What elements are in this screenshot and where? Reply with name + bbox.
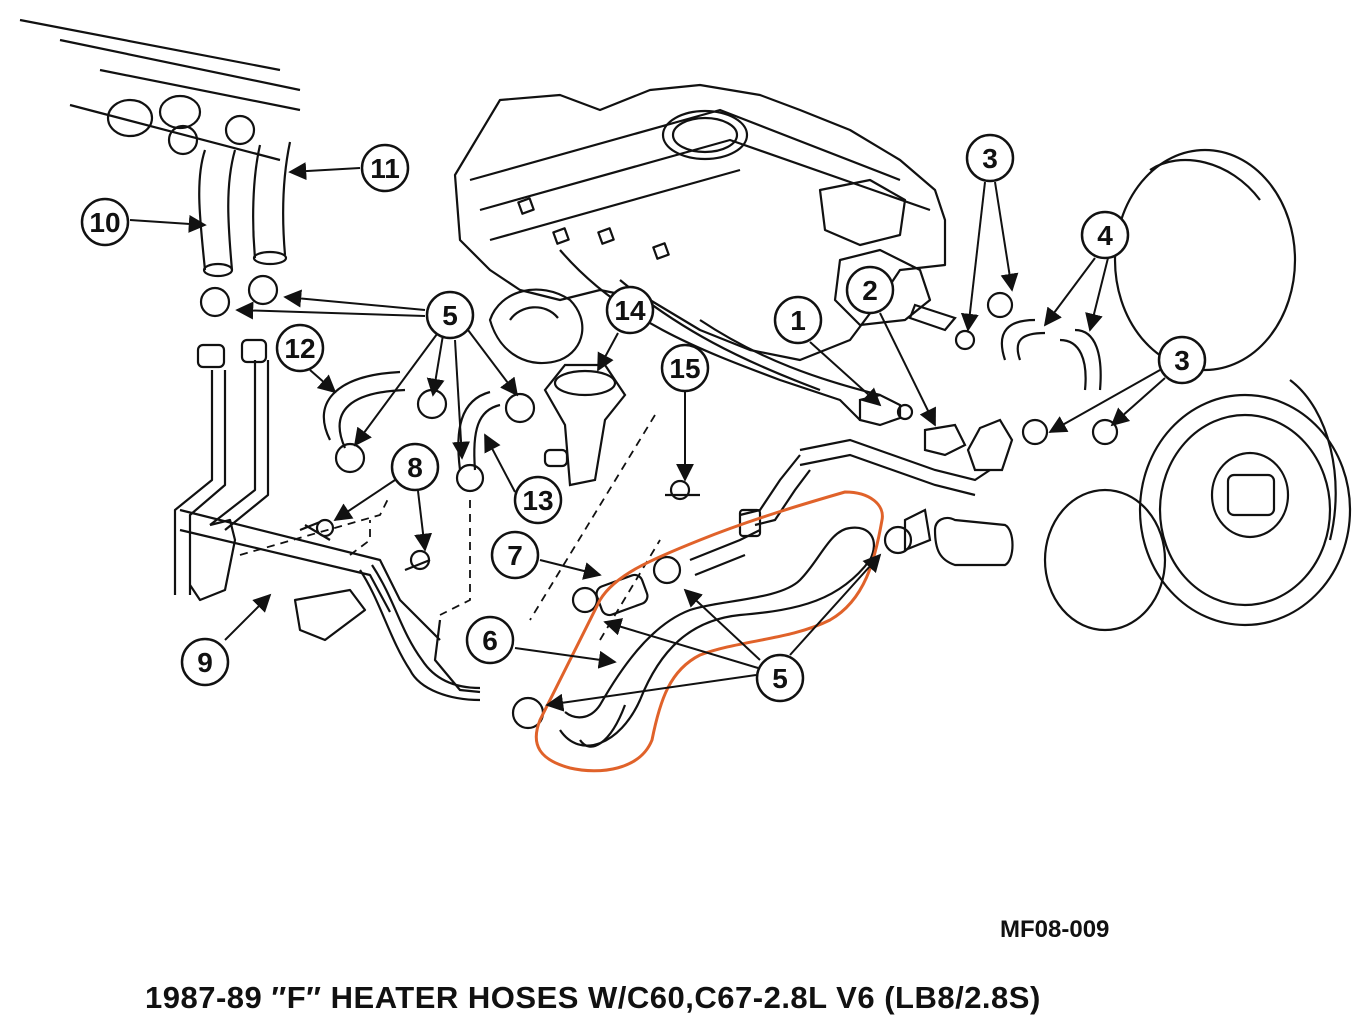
callout-c3a: 3 bbox=[960, 133, 1019, 332]
callout-leader bbox=[309, 369, 337, 394]
callout-number: 6 bbox=[482, 625, 498, 656]
callout-leader bbox=[683, 588, 761, 661]
callout-c9: 9 bbox=[180, 593, 272, 687]
callout-leader bbox=[1110, 377, 1166, 427]
callout-number: 15 bbox=[669, 353, 700, 384]
callout-number: 13 bbox=[522, 485, 553, 516]
callout-leader bbox=[224, 593, 272, 641]
callout-number: 5 bbox=[772, 663, 788, 694]
callout-circle bbox=[773, 295, 823, 345]
callout-c4: 4 bbox=[1043, 210, 1130, 332]
callout-c15: 15 bbox=[660, 343, 710, 482]
callout-c13: 13 bbox=[484, 433, 563, 525]
callout-circle bbox=[1157, 335, 1207, 385]
callout-number: 3 bbox=[982, 143, 998, 174]
callout-number: 4 bbox=[1097, 220, 1113, 251]
callout-leader bbox=[353, 329, 441, 447]
callout-leader bbox=[426, 334, 445, 397]
callout-leader bbox=[414, 490, 433, 552]
callout-leader bbox=[1085, 257, 1109, 332]
callout-c12: 12 bbox=[275, 323, 337, 394]
callout-c6: 6 bbox=[465, 615, 617, 669]
callout-c11: 11 bbox=[288, 143, 410, 193]
callout-leader bbox=[467, 329, 519, 397]
figure-code: MF08-009 bbox=[1000, 916, 1109, 943]
hose-twelve-thirteen bbox=[322, 363, 627, 493]
callout-c2: 2 bbox=[845, 265, 936, 427]
callout-leader bbox=[514, 647, 617, 669]
callout-leader bbox=[1048, 369, 1161, 433]
diagram-caption: 1987-89 ″F″ HEATER HOSES W/C60,C67-2.8L … bbox=[145, 980, 1041, 1015]
callout-leader bbox=[283, 289, 426, 311]
callout-number: 7 bbox=[507, 540, 523, 571]
callout-leader bbox=[539, 559, 602, 580]
callout-number: 12 bbox=[284, 333, 315, 364]
callout-circle bbox=[180, 637, 230, 687]
callout-circle bbox=[490, 530, 540, 580]
callout-leader bbox=[960, 181, 986, 332]
callout-circle bbox=[360, 143, 410, 193]
callout-number: 3 bbox=[1174, 345, 1190, 376]
lower-heater-hose bbox=[511, 508, 1014, 748]
callout-circle bbox=[755, 653, 805, 703]
callout-number: 10 bbox=[89, 207, 120, 238]
callout-c5b: 5 bbox=[545, 553, 882, 712]
callout-circle bbox=[465, 615, 515, 665]
right-fittings bbox=[739, 291, 1119, 527]
pulley-assembly bbox=[1043, 148, 1352, 632]
callout-leader bbox=[597, 332, 619, 372]
highlight-outline bbox=[534, 490, 884, 773]
callout-circle bbox=[1080, 210, 1130, 260]
callout-leader bbox=[789, 553, 882, 656]
callout-leader bbox=[994, 181, 1019, 292]
engine-intake-manifold bbox=[453, 83, 947, 421]
callout-circle bbox=[390, 442, 440, 492]
callout-leader bbox=[333, 479, 396, 521]
callout-c10: 10 bbox=[80, 197, 207, 247]
callout-number: 1 bbox=[790, 305, 806, 336]
callout-circle bbox=[425, 290, 475, 340]
callout-number: 11 bbox=[370, 153, 400, 184]
callout-leader bbox=[129, 214, 207, 233]
callout-number: 5 bbox=[442, 300, 458, 331]
callout-circle bbox=[80, 197, 130, 247]
callout-circle bbox=[660, 343, 710, 393]
callout-leader bbox=[879, 312, 936, 427]
callout-c7: 7 bbox=[490, 530, 602, 580]
callout-number: 8 bbox=[407, 452, 423, 483]
callout-circle bbox=[605, 285, 655, 335]
callout-leader bbox=[235, 301, 426, 320]
callout-c8: 8 bbox=[333, 442, 440, 552]
callout-leader bbox=[603, 618, 759, 669]
callout-c1: 1 bbox=[773, 295, 882, 407]
callout-leader bbox=[545, 674, 757, 712]
callout-leader bbox=[288, 162, 361, 181]
callout-number: 14 bbox=[614, 295, 646, 326]
callout-c3b: 3 bbox=[1048, 335, 1207, 433]
upper-heater-hoses bbox=[19, 18, 301, 318]
heater-pipe-assembly bbox=[173, 338, 481, 702]
callout-c5a: 5 bbox=[235, 289, 519, 460]
callout-c14: 14 bbox=[597, 285, 655, 372]
callout-leader bbox=[809, 341, 882, 407]
callout-number: 9 bbox=[197, 647, 213, 678]
callout-leader bbox=[484, 433, 516, 493]
callout-circle bbox=[513, 475, 563, 525]
callout-circle bbox=[275, 323, 325, 373]
callout-leader bbox=[452, 339, 471, 460]
callout-circle bbox=[965, 133, 1015, 183]
callout-leader bbox=[1043, 257, 1096, 327]
callout-circle bbox=[845, 265, 895, 315]
callout-number: 2 bbox=[862, 275, 878, 306]
